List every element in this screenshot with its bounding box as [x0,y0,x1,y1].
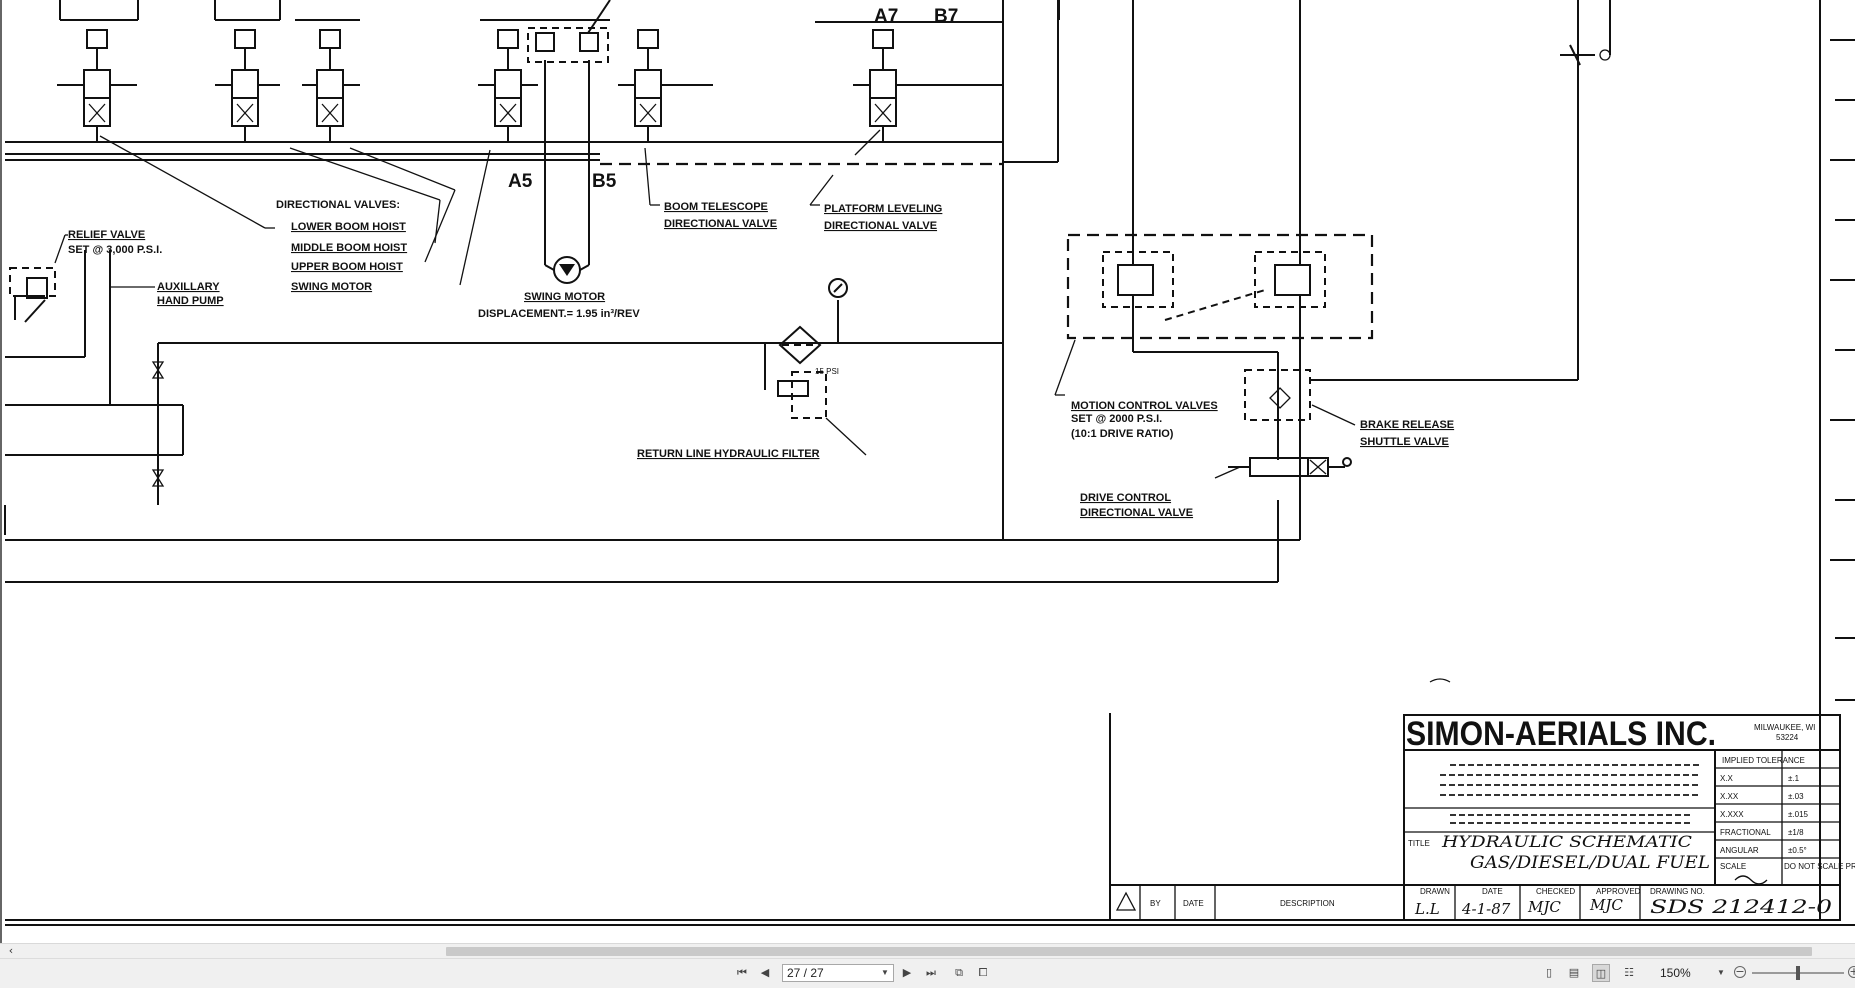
label-boom-telescope-2: DIRECTIONAL VALVE [664,218,777,230]
label-swing-motor-disp: DISPLACEMENT.= 1.95 in³/REV [478,308,640,320]
label-motion-control-2: SET @ 2000 P.S.I. [1071,413,1162,425]
date-value: 4-1-87 [1461,900,1511,918]
drawing-title-line2: GAS/DIESEL/DUAL FUEL [1470,853,1710,873]
last-page-icon[interactable]: ⏭ [926,966,936,979]
label-swing-motor-title: SWING MOTOR [524,291,605,303]
scroll-left-arrow-icon[interactable]: ‹ [8,944,14,957]
label-platform-leveling-2: DIRECTIONAL VALVE [824,220,937,232]
label-drive-control-1: DRIVE CONTROL [1080,492,1171,504]
tol-val-3: ±1/8 [1788,828,1804,837]
tol-val-1: ±.03 [1788,792,1804,801]
label-aux-pump-1: AUXILLARY [157,281,220,293]
relief-valve-area [4,234,1279,583]
company-name: SIMON-AERIALS INC. [1406,715,1716,753]
label-b5: B5 [592,171,617,192]
label-upper-boom-hoist: UPPER BOOM HOIST [291,261,403,273]
label-platform-leveling-1: PLATFORM LEVELING [824,203,942,215]
drawn-by-value: L.L [1414,900,1440,918]
tol-val-2: ±.015 [1788,810,1809,819]
return-filter [764,278,867,456]
drawing-number-value: SDS 212412-0 [1650,896,1832,918]
zoom-dropdown-icon[interactable]: ▼ [1717,968,1725,977]
leader-lines [99,129,881,286]
page-left-edge [0,0,2,943]
previous-page-icon[interactable]: ◀ [760,966,770,979]
tol-key-0: X.X [1720,774,1734,783]
tol-key-3: FRACTIONAL [1720,828,1771,837]
checked-value: MJC [1527,898,1561,916]
company-zip: 53224 [1776,733,1799,742]
approved-label: APPROVED [1596,887,1641,896]
label-directional-valves: DIRECTIONAL VALVES: [276,199,400,211]
label-boom-telescope-1: BOOM TELESCOPE [664,201,768,213]
drawing-no-label: DRAWING NO. [1650,887,1705,896]
tol-val-5: DO NOT SCALE PRINT [1784,862,1855,871]
drawing-title-line1: HYDRAULIC SCHEMATIC [1441,832,1692,851]
book-view-icon[interactable]: ☷ [1624,966,1634,979]
margin-ticks [1058,0,1855,920]
label-aux-pump-2: HAND PUMP [157,295,224,307]
page-number-input[interactable] [783,965,879,981]
page-number-box[interactable]: ▼ [782,964,894,982]
label-swing-motor-line: SWING MOTOR [291,281,372,293]
valve-stack [5,0,1059,540]
horizontal-scrollbar[interactable]: ‹ [0,943,1855,958]
label-relief-valve-2: SET @ 3,000 P.S.I. [68,244,162,256]
two-page-view-icon[interactable]: ◫ [1592,964,1610,982]
implied-tolerance-header: IMPLIED TOLERANCE [1722,756,1805,765]
tol-key-4: ANGULAR [1720,846,1759,855]
label-drive-control-2: DIRECTIONAL VALVE [1080,507,1193,519]
label-brake-release-2: SHUTTLE VALVE [1360,436,1449,448]
tol-val-4: ±0.5° [1788,846,1807,855]
approved-value: MJC [1589,896,1623,914]
drawn-label: DRAWN [1420,887,1450,896]
company-city: MILWAUKEE, WI [1754,723,1815,732]
zoom-level[interactable]: 150% [1660,966,1691,980]
tol-key-1: X.XX [1720,792,1739,801]
label-b7: B7 [934,6,958,27]
rev-header-by: BY [1150,899,1161,908]
first-page-icon[interactable]: ⏮ [737,966,747,979]
viewer-toolbar: ⏮ ◀ ▼ ▶ ⏭ ⧉ ⧠ ▯ ▤ ◫ ☷ 150% ▼ − + [0,958,1855,988]
title-block [1110,678,1841,921]
document-page: A7 B7 A5 B5 DIRECTIONAL VALVES: LOWER BO… [0,0,1855,943]
continuous-view-icon[interactable]: ▤ [1568,966,1580,979]
tol-key-2: X.XXX [1720,810,1744,819]
title-label: TITLE [1408,839,1430,848]
rev-header-desc: DESCRIPTION [1280,899,1335,908]
scrollbar-thumb[interactable] [446,947,1812,956]
hydraulic-schematic-drawing: A7 B7 A5 B5 DIRECTIONAL VALVES: LOWER BO… [4,0,1855,926]
tol-key-5: SCALE [1720,862,1746,871]
rotate-view-icon[interactable]: ⧉ [955,966,963,979]
rev-header-date: DATE [1183,899,1204,908]
zoom-out-icon[interactable]: − [1734,965,1746,978]
checked-label: CHECKED [1536,887,1575,896]
label-motion-control-3: (10:1 DRIVE RATIO) [1071,428,1174,440]
label-motion-control-1: MOTION CONTROL VALVES [1071,400,1218,412]
label-middle-boom-hoist: MIDDLE BOOM HOIST [291,242,407,254]
label-a5: A5 [508,171,533,192]
label-filter-rating: 15 PSI [815,367,839,376]
date-label: DATE [1482,887,1503,896]
copy-view-icon[interactable]: ⧠ [978,966,988,979]
zoom-in-icon[interactable]: + [1848,966,1855,978]
label-brake-release-1: BRAKE RELEASE [1360,419,1454,431]
label-lower-boom-hoist: LOWER BOOM HOIST [291,221,406,233]
label-relief-valve-1: RELIEF VALVE [68,229,145,241]
zoom-slider-handle[interactable] [1796,966,1800,980]
page-dropdown-icon[interactable]: ▼ [881,968,889,977]
next-page-icon[interactable]: ▶ [902,966,912,979]
single-page-view-icon[interactable]: ▯ [1545,966,1553,979]
tol-val-0: ±.1 [1788,774,1800,783]
label-a7: A7 [874,6,898,27]
motion-control [1003,0,1611,541]
label-return-filter: RETURN LINE HYDRAULIC FILTER [637,448,820,460]
